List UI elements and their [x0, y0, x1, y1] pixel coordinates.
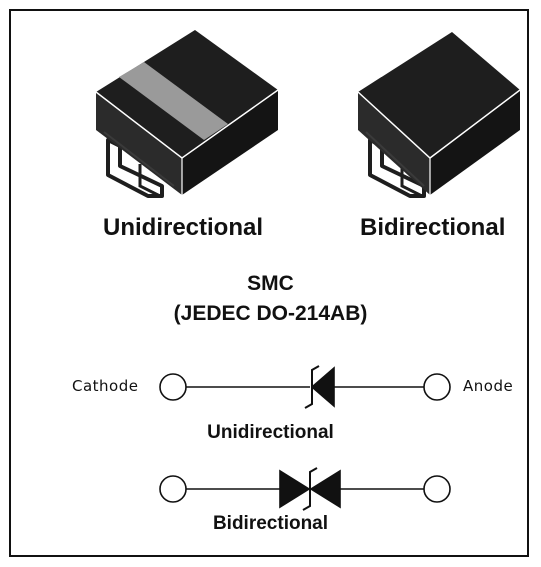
diode-triangle-right — [309, 469, 341, 509]
bidirectional-package-image — [357, 32, 521, 198]
package-name: SMC — [247, 272, 294, 295]
cathode-terminal — [159, 373, 187, 401]
diode-triangle-left — [279, 469, 311, 509]
anode-terminal — [423, 373, 451, 401]
bidirectional-symbol-label: Bidirectional — [212, 513, 329, 534]
right-terminal — [423, 475, 451, 503]
zener-bar — [304, 365, 320, 409]
bidirectional-package-label: Bidirectional — [360, 214, 506, 241]
unidirectional-package-label: Unidirectional — [103, 214, 264, 241]
package-standard: (JEDEC DO-214AB) — [173, 302, 368, 325]
unidirectional-package-image — [95, 30, 279, 198]
bidirectional-symbol — [159, 467, 451, 511]
unidirectional-symbol-label: Unidirectional — [207, 422, 334, 443]
diode-triangle — [310, 366, 335, 408]
zener-bar — [302, 467, 318, 511]
unidirectional-symbol — [159, 365, 451, 409]
anode-label: Anode — [463, 377, 514, 395]
cathode-label: Cathode — [72, 377, 139, 395]
left-terminal — [159, 475, 187, 503]
